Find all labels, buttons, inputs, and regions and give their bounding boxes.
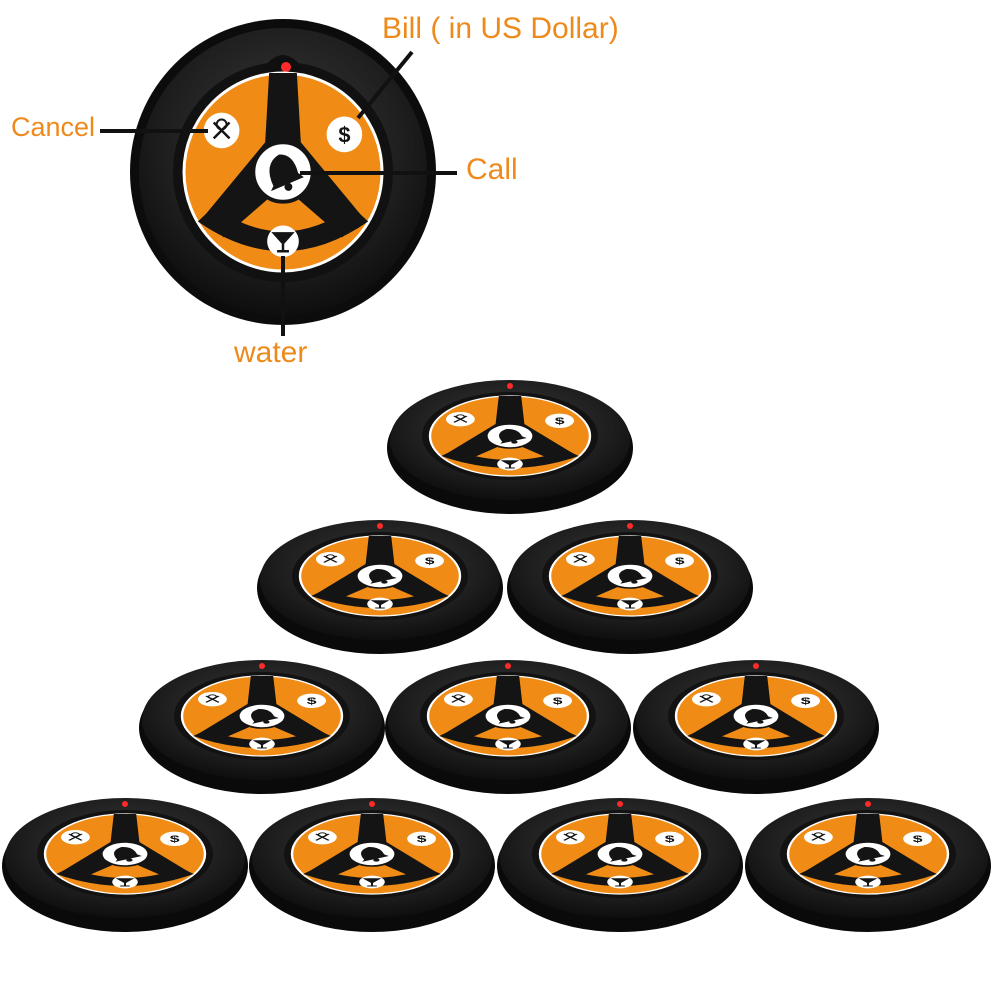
call-label: Call bbox=[466, 153, 518, 186]
bill-label: Bill ( in US Dollar) bbox=[382, 12, 619, 45]
bill-button[interactable] bbox=[324, 114, 364, 154]
led-indicator bbox=[281, 62, 291, 72]
pager-unit bbox=[507, 520, 753, 654]
featured-pager bbox=[100, 19, 457, 336]
pager-stack bbox=[2, 380, 991, 932]
water-button[interactable] bbox=[265, 223, 301, 259]
pager-unit bbox=[257, 520, 503, 654]
pager-unit bbox=[139, 660, 385, 794]
cancel-label: Cancel bbox=[11, 112, 96, 142]
water-label: water bbox=[234, 336, 308, 369]
pager-unit bbox=[497, 798, 743, 932]
pager-unit bbox=[385, 660, 631, 794]
pager-unit bbox=[387, 380, 633, 514]
pager-unit bbox=[745, 798, 991, 932]
pager-unit bbox=[249, 798, 495, 932]
bill-leader-line bbox=[356, 50, 414, 120]
pager-unit bbox=[2, 798, 248, 932]
pager-unit bbox=[633, 660, 879, 794]
